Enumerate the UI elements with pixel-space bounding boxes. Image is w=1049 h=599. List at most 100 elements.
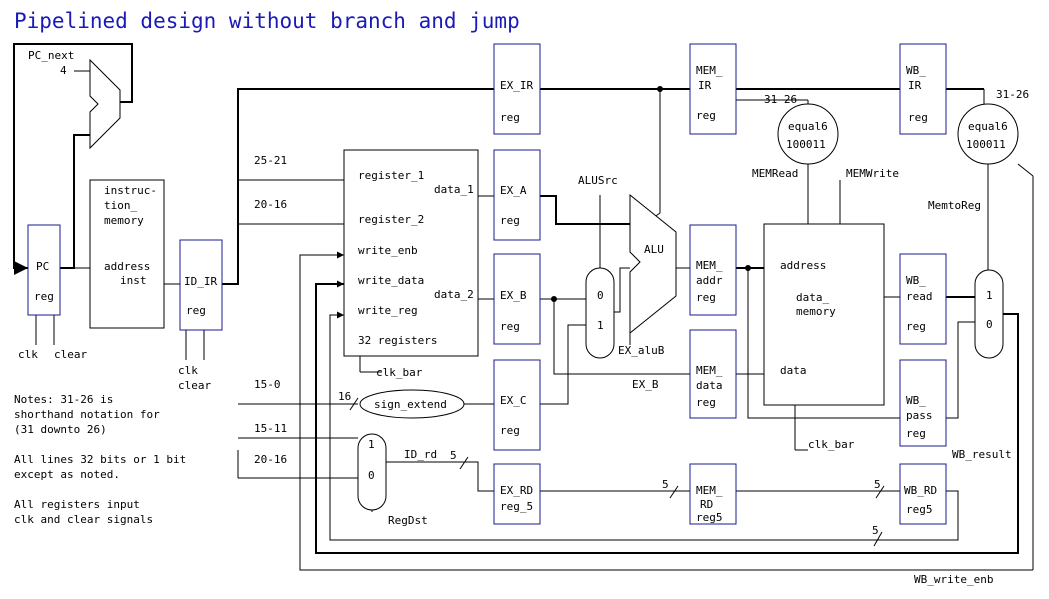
mem-ir-register xyxy=(689,43,737,135)
rf-capacity-label: 32 registers xyxy=(358,334,437,347)
ex-ir-register xyxy=(493,43,541,135)
mem-data-register-name: MEM_ xyxy=(696,364,723,377)
wb-read-register-name: WB_ xyxy=(906,274,926,287)
wb-write-enb-label: WB_write_enb xyxy=(914,573,993,586)
dmem-address-port: address xyxy=(780,259,826,272)
notes: Notes: 31-26 is shorthand notation for (… xyxy=(14,393,186,526)
wb-ir-bits-label: 31-26 xyxy=(996,88,1029,101)
mem-addr-register-sub: addr xyxy=(696,274,723,287)
id-rd-width-label: 5 xyxy=(450,449,457,462)
ex-ir-register-type: reg xyxy=(500,111,520,124)
ex-rd-register-name: EX_RD xyxy=(500,484,533,497)
mem-comparator-opcode: 100011 xyxy=(786,138,826,151)
mem-rd-width-label: 5 xyxy=(662,478,669,491)
ex-b-wire-label: EX_B xyxy=(632,378,659,391)
ex-b-register-type: reg xyxy=(500,320,520,333)
rf-port-register-2: register_2 xyxy=(358,213,424,226)
wb-rd-register-name: WB_RD xyxy=(904,484,937,497)
rf-output-data-2: data_2 xyxy=(434,288,474,301)
wb-rd-register xyxy=(899,463,947,525)
mem-rd-register-sub: RD xyxy=(700,498,713,511)
dmem-clk-bar-label: clk_bar xyxy=(808,438,855,451)
memto-reg-mux-input-0: 0 xyxy=(986,318,993,331)
field-15-0-label: 15-0 xyxy=(254,378,281,391)
note-line: except as noted. xyxy=(14,468,120,481)
sign-extend-label: sign_extend xyxy=(374,398,447,411)
wb-pass-register-type: reg xyxy=(906,427,926,440)
reg-dst-mux xyxy=(357,433,387,511)
ex-c-register-type: reg xyxy=(500,424,520,437)
mem-addr-register xyxy=(689,224,737,316)
note-line: clk and clear signals xyxy=(14,513,153,526)
ex-a-register-name: EX_A xyxy=(500,184,527,197)
ex-rd-register-type: reg_5 xyxy=(500,500,533,513)
field-20-16-label: 20-16 xyxy=(254,198,287,211)
ex-c-register xyxy=(493,359,541,451)
pc-register xyxy=(27,224,61,316)
sign-extend-unit xyxy=(359,389,465,419)
reg-dst-mux-input-0: 0 xyxy=(368,469,375,482)
pc-next-label: PC_next xyxy=(28,49,74,62)
reg-dst-label: RegDst xyxy=(388,514,428,527)
pc-register-type: reg xyxy=(34,290,54,303)
wb-comparator-opcode: 100011 xyxy=(966,138,1006,151)
mem-comparator-label: equal6 xyxy=(788,120,828,133)
note-line: All registers input xyxy=(14,498,140,511)
wb-read-register-sub: read xyxy=(906,290,933,303)
diagram-title: Pipelined design without branch and jump xyxy=(14,9,520,33)
mem-read-label: MEMRead xyxy=(752,167,798,180)
rf-port-write-data: write_data xyxy=(358,274,424,287)
ex-a-register-type: reg xyxy=(500,214,520,227)
note-line: Notes: 31-26 is xyxy=(14,393,113,406)
mem-ir-register-sub: IR xyxy=(698,79,712,92)
wb-pass-register-sub: pass xyxy=(906,409,933,422)
wb-ir-register-sub: IR xyxy=(908,79,922,92)
sign-extend-width-label: 16 xyxy=(338,390,351,403)
mem-ir-bits-label: 31-26 xyxy=(764,93,797,106)
alu-src-label: ALUSrc xyxy=(578,174,618,187)
wb-ir-register-type: reg xyxy=(908,111,928,124)
wb-read-register xyxy=(899,253,947,345)
wb-comparator-label: equal6 xyxy=(968,120,1008,133)
ex-rd-register xyxy=(493,463,541,525)
mem-comparator xyxy=(777,103,839,165)
ex-ir-register-name: EX_IR xyxy=(500,79,533,92)
mem-data-register-type: reg xyxy=(696,396,716,409)
wb-rd-register-type: reg5 xyxy=(906,503,933,516)
imem-label-2: tion_ xyxy=(104,199,137,212)
memto-reg-label: MemtoReg xyxy=(928,199,981,212)
id-ir-register xyxy=(179,239,223,331)
ex-b-register-name: EX_B xyxy=(500,289,527,302)
dmem-data-port: data xyxy=(780,364,807,377)
pc-clk-label: clk xyxy=(18,348,38,361)
mem-addr-register-type: reg xyxy=(696,291,716,304)
id-ir-register-name: ID_IR xyxy=(184,275,217,288)
alu-src-mux-input-0: 0 xyxy=(597,289,604,302)
ex-alub-label: EX_aluB xyxy=(618,344,665,357)
wb-ir-register xyxy=(899,43,947,135)
id-ir-clk-label: clk xyxy=(178,364,198,377)
rf-port-register-1: register_1 xyxy=(358,169,424,182)
wb-pass-register xyxy=(899,359,947,447)
rf-output-data-1: data_1 xyxy=(434,183,474,196)
mem-rd-register-name: MEM_ xyxy=(696,484,723,497)
data-memory xyxy=(763,223,885,406)
ex-c-register-name: EX_C xyxy=(500,394,527,407)
rf-port-write-enb: write_enb xyxy=(358,244,418,257)
alu-src-mux-input-1: 1 xyxy=(597,319,604,332)
memto-reg-mux-input-1: 1 xyxy=(986,289,993,302)
mem-rd-register-type: reg5 xyxy=(696,511,723,524)
wb-read-register-type: reg xyxy=(906,320,926,333)
ex-b-register xyxy=(493,253,541,345)
mem-ir-register-type: reg xyxy=(696,109,716,122)
imem-label-1: instruc- xyxy=(104,184,157,197)
mem-addr-register-name: MEM_ xyxy=(696,259,723,272)
mem-data-register-sub: data xyxy=(696,379,723,392)
note-line: (31 downto 26) xyxy=(14,423,107,436)
rf-port-write-reg: write_reg xyxy=(358,304,418,317)
register-file xyxy=(343,149,479,357)
pc-adder xyxy=(89,58,121,150)
pc-clear-label: clear xyxy=(54,348,87,361)
mem-ir-register-name: MEM_ xyxy=(696,64,723,77)
note-line: All lines 32 bits or 1 bit xyxy=(14,453,186,466)
